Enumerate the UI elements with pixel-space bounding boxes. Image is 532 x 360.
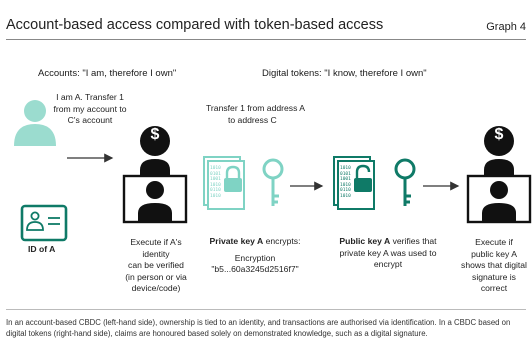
id-card-icon bbox=[20, 204, 68, 242]
transfer-request-text: I am A. Transfer 1 from my account to C'… bbox=[53, 92, 127, 125]
executor-left-icon bbox=[122, 126, 188, 224]
graph-number: Graph 4 bbox=[486, 21, 526, 33]
public-key-text: Public key A verifies that private key A… bbox=[339, 236, 437, 269]
public-key-icon bbox=[394, 158, 416, 206]
execute-left-text: Execute if A's identity can be verified … bbox=[125, 237, 187, 293]
accounts-heading: Accounts: "I am, therefore I own" bbox=[38, 68, 177, 79]
title-divider bbox=[6, 39, 526, 40]
caption-divider bbox=[6, 309, 526, 310]
private-key-text: Private key A encrypts: Encryption "b5..… bbox=[209, 236, 301, 274]
private-key-document-icon bbox=[203, 156, 245, 210]
dollar-icon-left: $ bbox=[150, 126, 160, 143]
dollar-icon-right: $ bbox=[494, 126, 504, 143]
execute-right-text: Execute if public key A shows that digit… bbox=[461, 237, 527, 293]
person-a-icon bbox=[14, 100, 56, 146]
id-label: ID of A bbox=[28, 244, 56, 254]
binary-text-private: 1010 0101 1001 1010 0110 1010 bbox=[210, 166, 221, 199]
executor-right-icon bbox=[466, 126, 532, 224]
figure-caption: In an account-based CBDC (left-hand side… bbox=[6, 318, 511, 338]
binary-text-public: 1010 0101 1001 1010 0110 1010 bbox=[340, 166, 351, 199]
tokens-heading: Digital tokens: "I know, therefore I own… bbox=[262, 68, 427, 79]
public-key-document-icon bbox=[333, 156, 375, 210]
page-title: Account-based access compared with token… bbox=[6, 17, 384, 33]
private-key-icon bbox=[262, 158, 284, 206]
transfer-address-text: Transfer 1 from address A to address C bbox=[206, 103, 306, 125]
